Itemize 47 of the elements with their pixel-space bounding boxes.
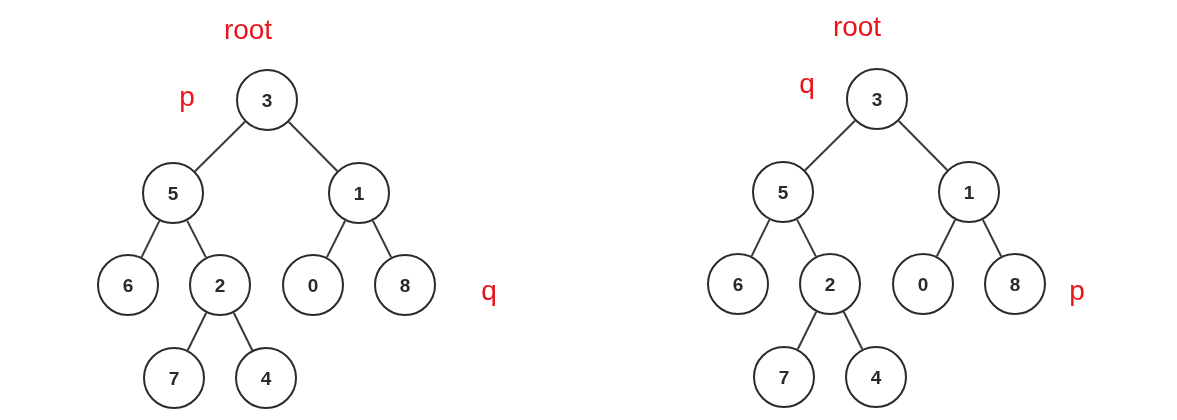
- tree-edge-line: [796, 310, 818, 351]
- node-value: 3: [261, 90, 273, 110]
- pointer-label: p: [1069, 277, 1085, 305]
- node-value: 4: [260, 368, 272, 388]
- tree-node-circle: [846, 68, 908, 130]
- tree-edge-line: [750, 218, 771, 258]
- tree-edge-line: [371, 219, 393, 259]
- tree-node-circle: [938, 161, 1000, 223]
- node-value: 6: [732, 274, 744, 294]
- node-value: 6: [122, 275, 134, 295]
- pointer-label: q: [799, 70, 815, 98]
- tree-edge-line: [186, 311, 208, 352]
- node-value: 5: [167, 183, 179, 203]
- tree-edge-line: [842, 310, 864, 351]
- tree-node-circle: [142, 162, 204, 224]
- node-value: 1: [963, 182, 975, 202]
- node-value: 2: [214, 275, 226, 295]
- tree-node-circle: [328, 162, 390, 224]
- tree-edge-line: [325, 219, 347, 259]
- pointer-label: p: [179, 83, 195, 111]
- node-value: 3: [871, 89, 883, 109]
- node-value: 7: [778, 367, 790, 387]
- pointer-label: root: [223, 16, 273, 44]
- tree-edge-line: [140, 219, 161, 259]
- tree-edge-line: [194, 120, 246, 173]
- tree-edge-line: [935, 218, 957, 258]
- tree-edge-line: [186, 219, 207, 259]
- tree-edge-line: [796, 218, 817, 258]
- pointer-label: root: [832, 13, 882, 41]
- tree-edge-line: [804, 119, 856, 172]
- pointer-label: q: [481, 277, 497, 305]
- tree-edge-line: [287, 121, 339, 172]
- node-value: 1: [353, 183, 365, 203]
- node-value: 5: [777, 182, 789, 202]
- tree-node-circle: [752, 161, 814, 223]
- node-value: 0: [917, 274, 929, 294]
- tree-node-circle: [707, 253, 769, 315]
- node-value: 2: [824, 274, 836, 294]
- node-value: 8: [399, 275, 411, 295]
- node-value: 4: [870, 367, 882, 387]
- tree-edge-line: [981, 218, 1003, 258]
- tree-edge-line: [232, 311, 254, 352]
- node-value: 7: [168, 368, 180, 388]
- tree-edge-line: [897, 120, 949, 171]
- tree-node-circle: [236, 69, 298, 131]
- node-value: 0: [307, 275, 319, 295]
- node-value: 8: [1009, 274, 1021, 294]
